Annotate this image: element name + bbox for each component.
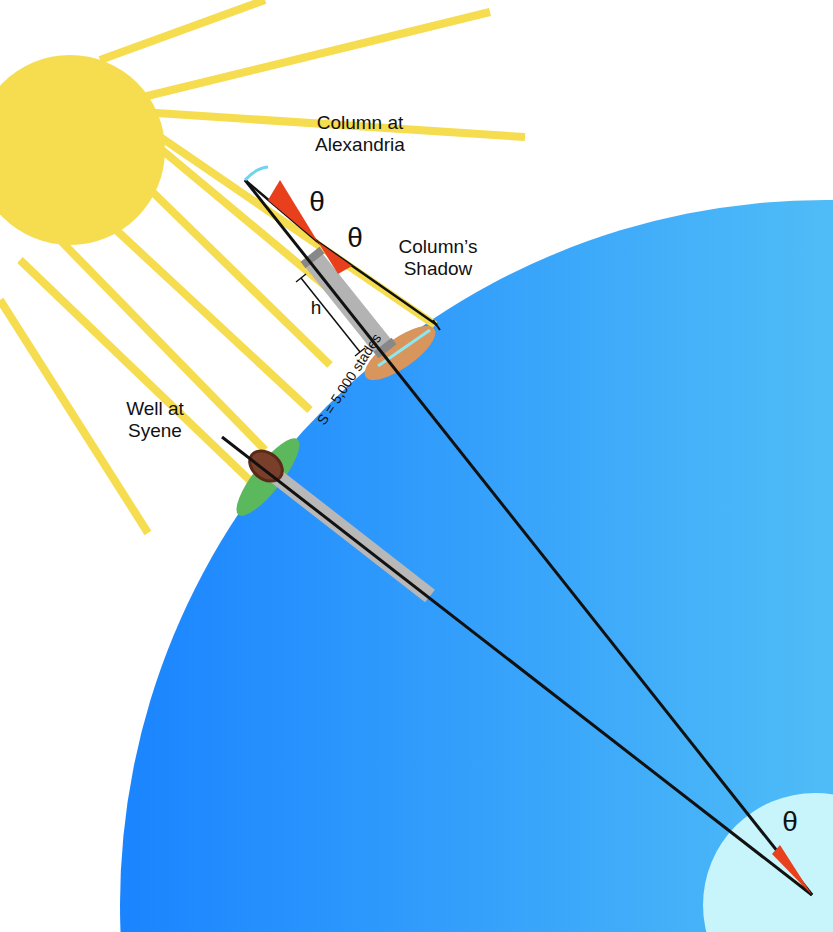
distance-label: S = 5,000 stades — [301, 312, 396, 447]
parallel-ray — [245, 180, 318, 242]
earth — [120, 200, 833, 932]
alexandria-radius — [245, 180, 812, 895]
shadow-label: Column’s Shadow — [388, 236, 488, 280]
sun-ray — [150, 130, 435, 325]
angle-wedge — [772, 845, 812, 895]
angle-label: θ — [775, 806, 805, 838]
angle-label: θ — [340, 222, 370, 254]
height-label: h — [306, 297, 326, 319]
syene-radius — [222, 437, 812, 895]
place-label: Column at Alexandria — [295, 112, 425, 156]
place-label: Well at Syene — [110, 398, 200, 442]
shadow-end — [433, 320, 440, 330]
angle-arc — [245, 167, 268, 180]
angle-label: θ — [302, 186, 332, 218]
well-mouth — [244, 445, 288, 488]
angle-wedge — [318, 242, 352, 274]
well-ground — [227, 431, 308, 524]
sun — [0, 55, 165, 245]
well-shaft — [268, 470, 430, 596]
